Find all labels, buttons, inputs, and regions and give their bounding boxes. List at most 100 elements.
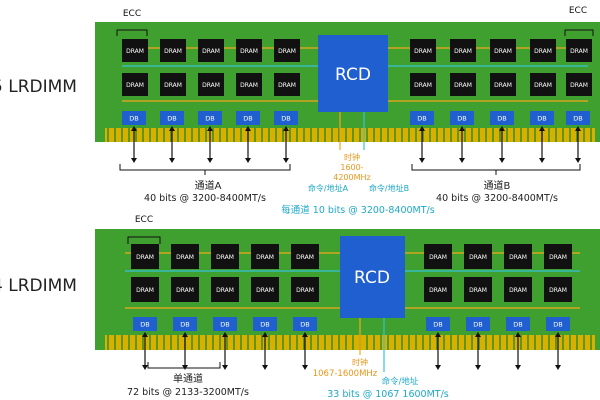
dram-chip [236, 73, 262, 96]
dram-chip [171, 277, 199, 302]
dram-chip [544, 244, 572, 269]
arrow-head-down [222, 365, 228, 370]
dram-chip-label: DRAM [164, 82, 182, 89]
dram-chip [251, 277, 279, 302]
dram-chip-label: DRAM [126, 48, 144, 55]
data-buffer [133, 317, 157, 331]
dram-chip-label: DRAM [509, 254, 527, 261]
dram-chip [122, 73, 148, 96]
top-ecc-label-left: ECC [123, 9, 141, 19]
data-buffer [426, 317, 450, 331]
dram-chip [530, 39, 556, 62]
arrow-head-up [131, 126, 137, 131]
arrow-head-down [555, 365, 561, 370]
dram-chip-label: DRAM [136, 287, 154, 294]
bottom-channel-bits: 72 bits @ 2133-3200MT/s [127, 387, 249, 398]
dram-chip [464, 244, 492, 269]
bottom-ecc-label: ECC [135, 215, 153, 225]
top-cmd-b-label: 命令/地址B [369, 183, 409, 193]
top-clock-freq-2: 4200MHz [333, 173, 370, 182]
top-channel-b-name: 通道B [484, 179, 511, 192]
arrow-head-down [262, 365, 268, 370]
dram-chip-label: DRAM [509, 287, 527, 294]
data-buffer [506, 317, 530, 331]
data-buffer-label: DB [473, 321, 482, 329]
dram-chip-label: DRAM [296, 287, 314, 294]
data-buffer-label: DB [537, 115, 546, 123]
arrow-head-up [222, 332, 228, 337]
dram-chip-label: DRAM [494, 82, 512, 89]
data-buffer [213, 317, 237, 331]
bottom-cmd-label: 命令/地址 [382, 376, 419, 387]
top-channel-b-bits: 40 bits @ 3200-8400MT/s [436, 193, 558, 204]
data-buffer [236, 111, 260, 125]
dram-chip [274, 39, 300, 62]
top-ecc-label-right: ECC [569, 6, 587, 16]
dram-chip [198, 39, 224, 62]
arrow-head-down [475, 365, 481, 370]
dram-chip [211, 277, 239, 302]
dram-chip [236, 39, 262, 62]
dram-chip [160, 73, 186, 96]
dram-chip [504, 244, 532, 269]
dram-chip [504, 277, 532, 302]
arrow-head-down [283, 158, 289, 163]
arrow-head-up [262, 332, 268, 337]
bottom-module-title: 4 LRDIMM [0, 276, 77, 296]
data-buffer [253, 317, 277, 331]
data-buffer-label: DB [281, 115, 290, 123]
dram-chip-label: DRAM [534, 48, 552, 55]
top-rcd-chip [318, 35, 388, 112]
arrow-head-up [459, 126, 465, 131]
top-module: ECC ECC DRAM DRAM DRAM DRAM DRAM DRAM DRAM DRAM… [95, 6, 600, 175]
top-dram-chips: DRAMDRAMDRAMDRAMDRAMDRAMDRAMDRAMDRAMDRAM… [122, 39, 592, 96]
dram-chip [211, 244, 239, 269]
bottom-ecc-bracket [127, 236, 161, 244]
data-buffer [198, 111, 222, 125]
dram-chip-label: DRAM [278, 82, 296, 89]
top-data-arrows [131, 126, 581, 163]
top-per-channel-label: 每通道 10 bits @ 3200-8400MT/s [281, 204, 434, 216]
data-buffer-label: DB [573, 115, 582, 123]
dram-chip [490, 73, 516, 96]
dram-chip-label: DRAM [570, 82, 588, 89]
arrow-head-up [245, 126, 251, 131]
data-buffer [122, 111, 146, 125]
arrow-head-up [435, 332, 441, 337]
dram-chip-label: DRAM [164, 48, 182, 55]
arrow-head-up [515, 332, 521, 337]
dram-chip-label: DRAM [469, 254, 487, 261]
arrow-head-down [302, 365, 308, 370]
arrow-head-down [245, 158, 251, 163]
data-buffer-label: DB [140, 321, 149, 329]
dram-chip-label: DRAM [240, 82, 258, 89]
arrow-head-down [169, 158, 175, 163]
arrow-head-down [435, 365, 441, 370]
dram-chip-label: DRAM [202, 82, 220, 89]
dram-chip [450, 39, 476, 62]
arrow-head-down [131, 158, 137, 163]
top-channel-a-bits: 40 bits @ 3200-8400MT/s [144, 193, 266, 204]
data-buffer [490, 111, 514, 125]
data-buffer-label: DB [300, 321, 309, 329]
dram-chip-label: DRAM [429, 254, 447, 261]
data-buffer [566, 111, 590, 125]
data-buffer-label: DB [553, 321, 562, 329]
data-buffer [530, 111, 554, 125]
dram-chip-label: DRAM [429, 287, 447, 294]
arrow-head-down [499, 158, 505, 163]
arrow-head-down [142, 365, 148, 370]
arrow-head-up [207, 126, 213, 131]
bottom-cmd-bits: 33 bits @ 1067 1600MT/s [327, 389, 449, 400]
dram-chip [464, 277, 492, 302]
arrow-head-up [539, 126, 545, 131]
bottom-channel-bracket [147, 362, 221, 369]
top-clock-freq-1: 1600- [340, 163, 363, 172]
data-buffer [466, 317, 490, 331]
data-buffer [450, 111, 474, 125]
data-buffer-label: DB [433, 321, 442, 329]
dram-chip [160, 39, 186, 62]
arrow-head-down [419, 158, 425, 163]
